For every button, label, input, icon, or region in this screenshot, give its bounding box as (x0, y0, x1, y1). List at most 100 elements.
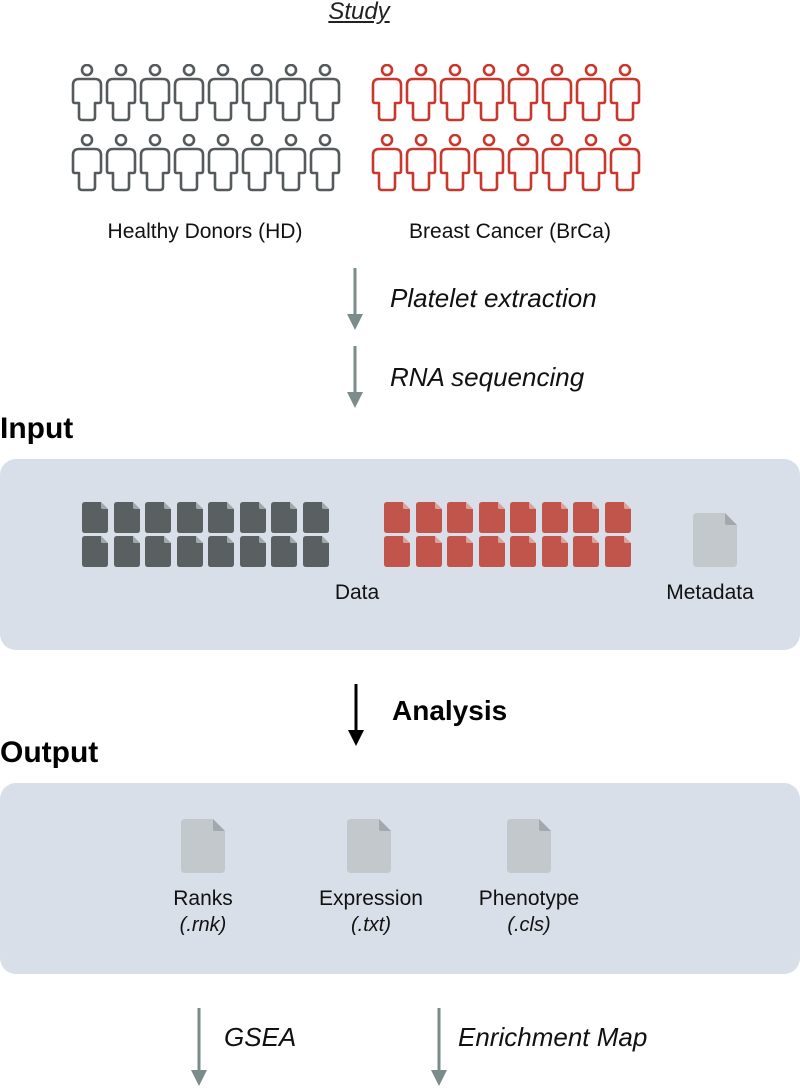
brca-data-file-icon (541, 536, 568, 567)
breast-cancer-label: Breast Cancer (BrCa) (409, 220, 611, 243)
healthy-donor-icon (309, 64, 341, 122)
expression-file-icon (347, 819, 391, 873)
breast-cancer-row (370, 64, 642, 122)
brca-data-file-icon (573, 536, 599, 567)
brca-data-file-icon (510, 536, 536, 567)
down-arrow-icon (431, 1008, 447, 1086)
hd-data-file-icon (271, 502, 297, 533)
down-arrow-icon (347, 346, 363, 408)
breast-cancer-patient-icon (575, 134, 607, 192)
breast-cancer-patient-icon (507, 134, 539, 192)
brca-data-file-icon (604, 536, 631, 567)
hd-data-file-icon (302, 536, 329, 567)
healthy-donor-icon (139, 134, 171, 192)
breast-cancer-patient-icon (371, 64, 403, 122)
next-step-gsea: GSEA (224, 1022, 297, 1052)
hd-data-file-icon (113, 536, 140, 567)
breast-cancer-patient-icon (371, 134, 403, 192)
hd-data-file-icon (176, 536, 203, 567)
brca-data-file-icon (415, 502, 442, 533)
brca-data-file-icon (447, 502, 473, 533)
breast-cancer-patient-icon (609, 64, 641, 122)
study-title: Study (328, 0, 390, 25)
hd-data-file-icon (302, 502, 329, 533)
healthy-donor-icon (71, 64, 103, 122)
healthy-donor-icon (139, 64, 171, 122)
brca-data-file-icon (478, 502, 505, 533)
hd-data-file-icon (239, 536, 266, 567)
analysis-arrow-icon (348, 684, 364, 746)
hd-data-file-icon (145, 536, 171, 567)
output-panel: Ranks (.rnk) Expression (.txt) Phenotype… (0, 783, 800, 974)
ranks-extension: (.rnk) (179, 914, 227, 936)
step-platelet-extraction: Platelet extraction (390, 283, 597, 313)
phenotype-label: Phenotype (478, 887, 580, 910)
brca-data-file-icon (478, 536, 505, 567)
healthy-donor-icon (241, 134, 273, 192)
healthy-donor-icon (105, 134, 137, 192)
brca-data-file-icon (541, 502, 568, 533)
hd-data-files (82, 502, 334, 570)
healthy-donor-icon (173, 134, 205, 192)
hd-data-file-icon (82, 502, 108, 533)
healthy-donors-row (70, 64, 342, 122)
healthy-donor-icon (241, 64, 273, 122)
hd-data-file-icon (208, 502, 234, 533)
breast-cancer-patient-icon (507, 64, 539, 122)
hd-data-file-icon (82, 536, 108, 567)
breast-cancer-row (370, 134, 642, 192)
breast-cancer-patient-icon (541, 64, 573, 122)
breast-cancer-patient-icon (405, 64, 437, 122)
hd-data-file-icon (145, 502, 171, 533)
healthy-donor-icon (173, 64, 205, 122)
brca-data-files (384, 502, 636, 570)
breast-cancer-patient-icon (405, 134, 437, 192)
breast-cancer-group (370, 64, 642, 192)
data-label: Data (334, 581, 380, 604)
down-arrow-icon (347, 268, 363, 330)
expression-label: Expression (319, 887, 423, 910)
breast-cancer-patient-icon (439, 134, 471, 192)
breast-cancer-patient-icon (609, 134, 641, 192)
healthy-donor-icon (207, 64, 239, 122)
hd-data-file-icon (239, 502, 266, 533)
input-panel: Data Metadata (0, 459, 800, 650)
expression-extension: (.txt) (351, 914, 391, 936)
down-arrow-icon (191, 1008, 207, 1086)
healthy-donor-icon (275, 134, 307, 192)
next-step-enrichment-map: Enrichment Map (458, 1022, 648, 1052)
brca-data-file-icon (573, 502, 599, 533)
metadata-label: Metadata (666, 581, 754, 604)
healthy-donors-label: Healthy Donors (HD) (107, 220, 303, 243)
healthy-donors-row (70, 134, 342, 192)
ranks-label: Ranks (173, 887, 233, 910)
phenotype-file-icon (507, 819, 551, 873)
brca-data-file-icon (604, 502, 631, 533)
metadata-file-icon (693, 513, 737, 567)
breast-cancer-patient-icon (541, 134, 573, 192)
hd-data-file-icon (208, 536, 234, 567)
healthy-donor-icon (207, 134, 239, 192)
hd-data-file-icon (176, 502, 203, 533)
healthy-donor-icon (309, 134, 341, 192)
breast-cancer-patient-icon (439, 64, 471, 122)
brca-data-file-icon (384, 536, 410, 567)
breast-cancer-patient-icon (473, 134, 505, 192)
healthy-donor-icon (275, 64, 307, 122)
analysis-label: Analysis (392, 695, 508, 726)
output-title: Output (0, 736, 99, 769)
brca-data-file-icon (447, 536, 473, 567)
hd-data-file-icon (113, 502, 140, 533)
healthy-donors-group (70, 64, 342, 192)
breast-cancer-patient-icon (473, 64, 505, 122)
brca-data-file-icon (384, 502, 410, 533)
healthy-donor-icon (105, 64, 137, 122)
brca-data-file-icon (510, 502, 536, 533)
healthy-donor-icon (71, 134, 103, 192)
hd-data-file-icon (271, 536, 297, 567)
brca-data-file-icon (415, 536, 442, 567)
ranks-file-icon (181, 819, 225, 873)
input-title: Input (0, 412, 74, 445)
phenotype-extension: (.cls) (507, 914, 551, 936)
step-rna-sequencing: RNA sequencing (390, 362, 585, 392)
